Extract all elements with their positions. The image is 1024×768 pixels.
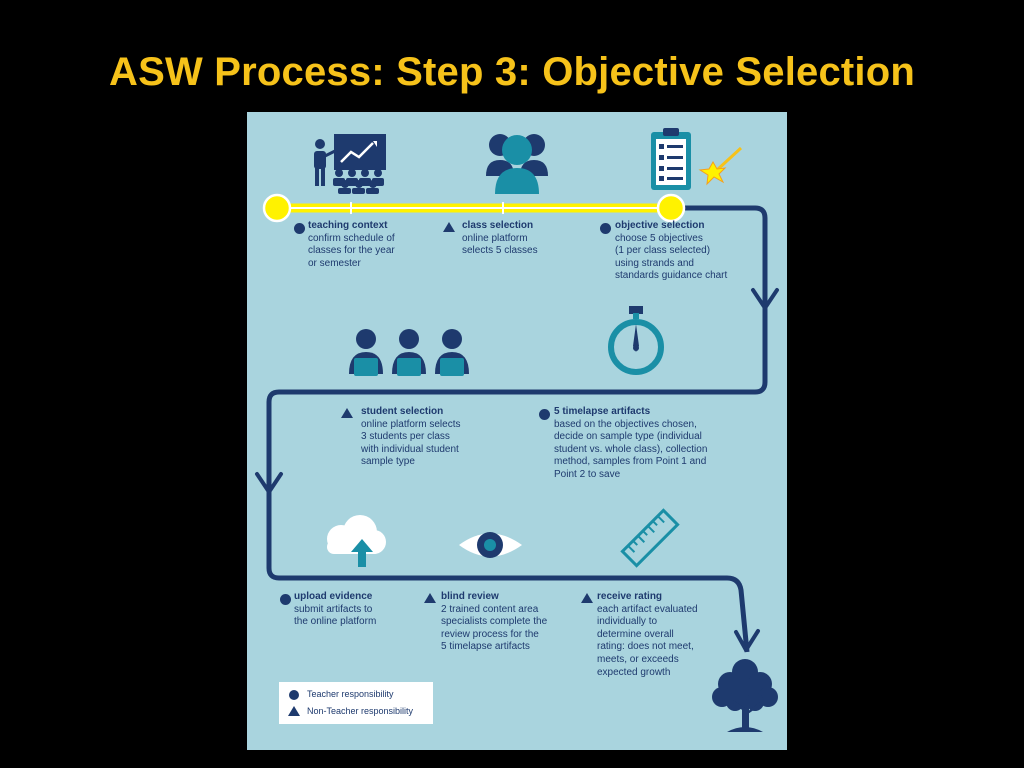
step-heading: teaching context	[308, 220, 388, 231]
process-flow-path	[266, 205, 768, 653]
step-line: sample type	[361, 456, 415, 468]
non-teacher-responsibility-marker	[581, 593, 593, 603]
step-heading: blind review	[441, 591, 499, 602]
step-line: the online platform	[294, 616, 377, 628]
process-path-graphic	[255, 128, 779, 732]
step-line: confirm schedule of	[308, 232, 395, 244]
step-line: method, samples from Point 1 and	[554, 456, 707, 468]
step-timelapse-artifacts: 5 timelapse artifacts based on the objec…	[554, 406, 707, 482]
path-arrow-1	[751, 288, 779, 310]
step-heading: receive rating	[597, 591, 663, 602]
non-teacher-responsibility-marker	[341, 408, 353, 418]
step-student-selection: student selection online platform select…	[361, 406, 461, 469]
cloud-upload-icon	[327, 515, 386, 567]
timeline-bar	[262, 193, 686, 223]
teacher-responsibility-marker	[280, 594, 291, 605]
step-line: meets, or exceeds	[597, 653, 679, 665]
step-line: using strands and	[615, 257, 694, 269]
step-upload-evidence: upload evidence submit artifacts to the …	[294, 591, 376, 629]
step-line: Point 2 to save	[554, 468, 621, 480]
non-teacher-responsibility-marker	[424, 593, 436, 603]
step-heading: upload evidence	[294, 591, 373, 602]
step-line: 2 trained content area	[441, 603, 539, 615]
step-line: 3 students per class	[361, 431, 450, 443]
group-icon	[486, 134, 548, 194]
step-line: with individual student	[361, 443, 459, 455]
process-infographic: teaching context confirm schedule of cla…	[247, 112, 787, 750]
step-line: classes for the year	[308, 245, 395, 257]
step-objective-selection: objective selection choose 5 objectives …	[615, 220, 727, 283]
timeline-start-node	[262, 193, 292, 223]
path-arrow-3	[734, 629, 760, 652]
step-line: submit artifacts to	[294, 603, 373, 615]
non-teacher-responsibility-marker	[443, 222, 455, 232]
step-line: online platform	[462, 232, 528, 244]
teacher-presentation-icon	[314, 134, 386, 194]
timeline-end-node	[656, 193, 686, 223]
students-icon	[349, 329, 469, 376]
path-arrow-2	[255, 472, 283, 494]
step-receive-rating: receive rating each artifact evaluated i…	[597, 591, 698, 679]
clipboard-checklist-icon	[651, 128, 743, 190]
step-line: choose 5 objectives	[615, 232, 703, 244]
step-line: determine overall	[597, 628, 674, 640]
legend-teacher-marker	[289, 690, 299, 700]
step-line: or semester	[308, 257, 361, 269]
step-line: student vs. whole class), collection	[554, 443, 708, 455]
step-line: specialists complete the	[441, 616, 548, 628]
slide-title: ASW Process: Step 3: Objective Selection	[108, 50, 916, 94]
step-heading: class selection	[462, 220, 534, 231]
legend-non-teacher-marker	[288, 706, 300, 716]
eye-icon	[459, 532, 522, 558]
teacher-responsibility-marker	[600, 223, 611, 234]
ruler-icon	[620, 508, 680, 568]
legend-non-teacher-label: Non-Teacher responsibility	[307, 706, 414, 716]
legend-teacher-label: Teacher responsibility	[307, 689, 394, 699]
step-line: expected growth	[597, 666, 671, 678]
step-heading: objective selection	[615, 220, 705, 231]
tree-icon	[712, 659, 778, 732]
step-line: 5 timelapse artifacts	[441, 641, 530, 653]
step-line: individually to	[597, 616, 658, 628]
step-line: review process for the	[441, 628, 539, 640]
step-heading: 5 timelapse artifacts	[554, 406, 651, 417]
step-teaching-context: teaching context confirm schedule of cla…	[308, 220, 395, 270]
step-line: online platform selects	[361, 418, 461, 430]
stopwatch-icon	[608, 306, 664, 375]
teacher-responsibility-marker	[294, 223, 305, 234]
legend: Teacher responsibility Non-Teacher respo…	[279, 682, 433, 724]
step-line: each artifact evaluated	[597, 603, 698, 615]
step-class-selection: class selection online platform selects …	[462, 220, 538, 258]
step-heading: student selection	[361, 406, 444, 417]
step-line: based on the objectives chosen,	[554, 418, 697, 430]
step-line: rating: does not meet,	[597, 641, 694, 653]
step-line: standards guidance chart	[615, 270, 728, 282]
step-line: decide on sample type (individual	[554, 431, 702, 443]
step-line: (1 per class selected)	[615, 245, 711, 257]
teacher-responsibility-marker	[539, 409, 550, 420]
step-line: selects 5 classes	[462, 245, 538, 257]
step-blind-review: blind review 2 trained content area spec…	[441, 591, 547, 654]
